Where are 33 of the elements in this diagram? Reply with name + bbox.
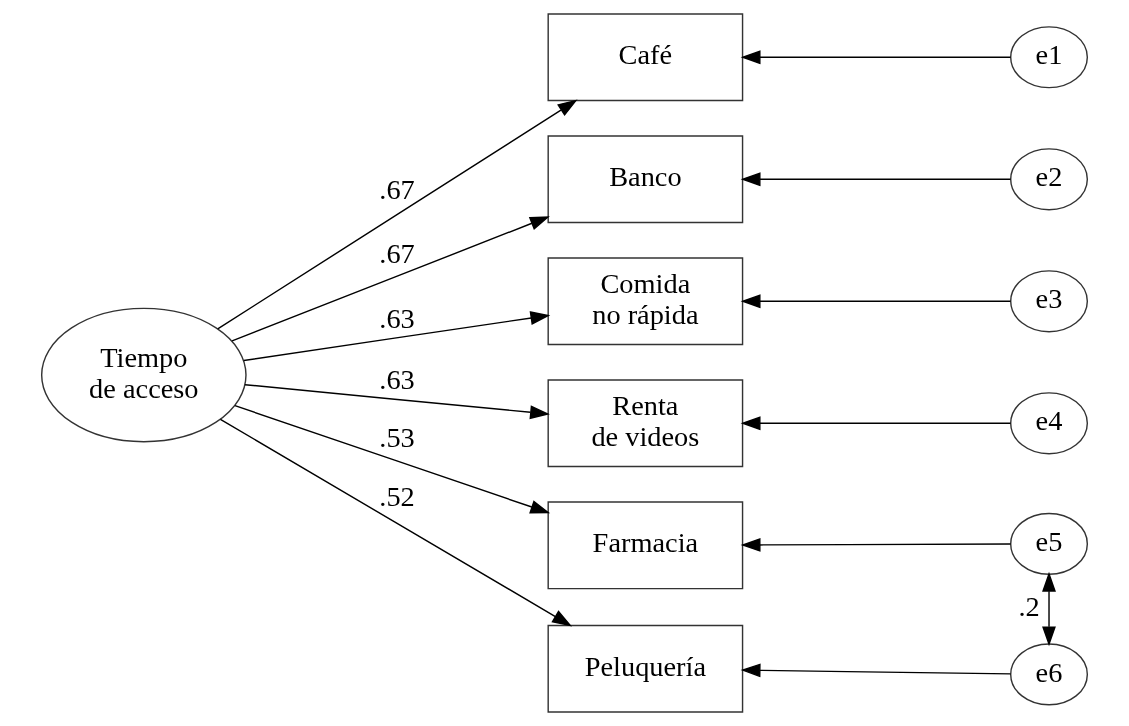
node-ellipse: e3	[1010, 270, 1089, 333]
edge-label: .67	[379, 174, 415, 206]
arrow	[217, 99, 578, 330]
arrow	[740, 663, 1012, 678]
arrow	[231, 216, 550, 342]
arrow	[219, 418, 573, 627]
node-box: Comida no rápida	[547, 257, 744, 346]
node-ellipse: e4	[1010, 392, 1089, 455]
node-box: Peluquería	[547, 624, 744, 713]
node-ellipse: e2	[1010, 148, 1089, 211]
node-ellipse: e5	[1010, 512, 1089, 575]
node-box: Farmacia	[547, 501, 744, 590]
edge-label: .52	[379, 480, 415, 512]
arrow	[244, 384, 550, 420]
edge-label: .2	[1018, 591, 1040, 623]
arrow	[234, 405, 551, 514]
arrow	[740, 537, 1012, 552]
arrow	[740, 294, 1012, 309]
arrow	[740, 172, 1012, 187]
arrow	[740, 416, 1012, 431]
arrow	[243, 311, 551, 362]
edge-label: .53	[379, 422, 415, 454]
edge-label: .63	[379, 303, 415, 335]
node-ellipse: e1	[1010, 26, 1089, 89]
node-box: Café	[547, 13, 744, 102]
node-ellipse: e6	[1010, 643, 1089, 706]
arrow	[1042, 571, 1056, 647]
arrow	[740, 50, 1012, 65]
edge-label: .63	[379, 364, 415, 396]
node-box: Banco	[547, 135, 744, 224]
node-box: Renta de videos	[547, 379, 744, 468]
edge-label: .67	[379, 237, 415, 269]
node-ellipse: Tiempo de acceso	[40, 307, 247, 443]
